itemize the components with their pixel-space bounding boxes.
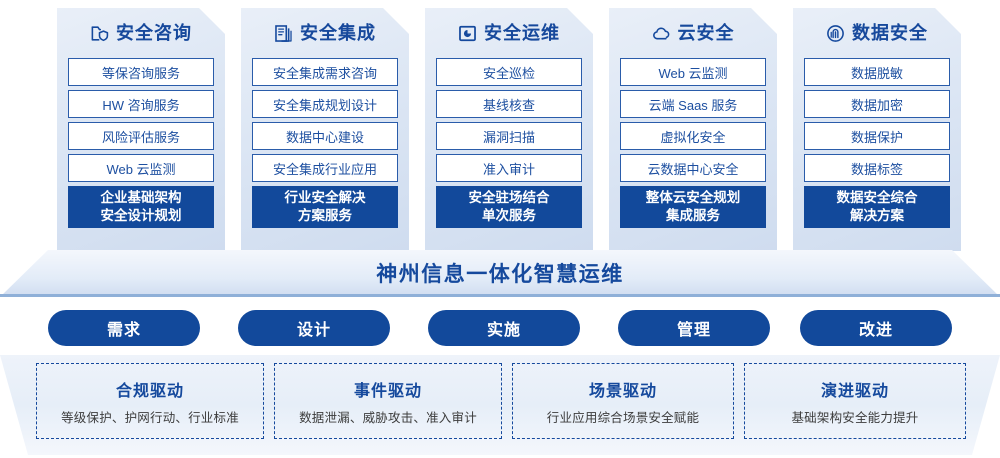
pillar-title: 云安全	[677, 23, 735, 43]
driver-title: 事件驱动	[353, 382, 422, 400]
solution-line: 安全驻场结合	[468, 190, 550, 205]
driver-title: 场景驱动	[588, 382, 657, 400]
folder-shield-icon	[90, 24, 109, 43]
driver-subtitle: 数据泄漏、威胁攻击、准入审计	[299, 410, 477, 425]
pillar-title: 数据安全	[852, 23, 928, 43]
service-item[interactable]: 安全集成规划设计	[252, 90, 398, 118]
phase-pill-design[interactable]: 设计	[238, 310, 390, 346]
pillar-security-integration[interactable]: 安全集成 安全集成需求咨询 安全集成规划设计 数据中心建设 安全集成行业应用 行…	[241, 8, 409, 251]
service-item[interactable]: 等保咨询服务	[68, 58, 214, 86]
solution-line: 方案服务	[298, 208, 352, 223]
platform-banner: 神州信息一体化智慧运维	[0, 250, 1000, 297]
pillar-solution-box[interactable]: 整体云安全规划 集成服务	[620, 186, 766, 228]
phase-pill-improvement[interactable]: 改进	[800, 310, 952, 346]
service-item[interactable]: 数据加密	[804, 90, 950, 118]
service-item[interactable]: 虚拟化安全	[620, 122, 766, 150]
service-item[interactable]: 准入审计	[436, 154, 582, 182]
pillar-solution-box[interactable]: 数据安全综合 解决方案	[804, 186, 950, 228]
service-item[interactable]: 数据脱敏	[804, 58, 950, 86]
service-item[interactable]: 云数据中心安全	[620, 154, 766, 182]
driver-subtitle: 基础架构安全能力提升	[791, 410, 919, 425]
service-item[interactable]: 安全巡检	[436, 58, 582, 86]
service-item[interactable]: 数据保护	[804, 122, 950, 150]
pillar-title: 安全咨询	[116, 23, 192, 43]
pillar-header: 数据安全	[804, 8, 950, 58]
monitor-chart-icon	[458, 24, 477, 43]
platform-title: 神州信息一体化智慧运维	[376, 262, 624, 286]
pillar-header: 安全运维	[436, 8, 582, 58]
phase-pill-requirement[interactable]: 需求	[48, 310, 200, 346]
service-item[interactable]: Web 云监测	[68, 154, 214, 182]
driver-subtitle: 等级保护、护网行动、行业标准	[61, 410, 239, 425]
solution-line: 安全设计规划	[100, 208, 182, 223]
driver-title: 演进驱动	[820, 382, 889, 400]
driver-band: 合规驱动 等级保护、护网行动、行业标准 事件驱动 数据泄漏、威胁攻击、准入审计 …	[0, 355, 1000, 455]
pillar-security-operations[interactable]: 安全运维 安全巡检 基线核查 漏洞扫描 准入审计 安全驻场结合 单次服务	[425, 8, 593, 251]
solution-line: 企业基础架构	[100, 190, 182, 205]
service-item[interactable]: 云端 Saas 服务	[620, 90, 766, 118]
service-item[interactable]: 基线核查	[436, 90, 582, 118]
pillar-group: 安全咨询 等保咨询服务 HW 咨询服务 风险评估服务 Web 云监测 企业基础架…	[0, 8, 1000, 253]
pillar-header: 安全集成	[252, 8, 398, 58]
driver-subtitle: 行业应用综合场景安全赋能	[546, 410, 700, 425]
pillar-cloud-security[interactable]: 云安全 Web 云监测 云端 Saas 服务 虚拟化安全 云数据中心安全 整体云…	[609, 8, 777, 251]
fingerprint-icon	[826, 24, 845, 43]
pillar-data-security[interactable]: 数据安全 数据脱敏 数据加密 数据保护 数据标签 数据安全综合 解决方案	[793, 8, 961, 251]
pillar-solution-box[interactable]: 行业安全解决 方案服务	[252, 186, 398, 228]
driver-card-incident[interactable]: 事件驱动 数据泄漏、威胁攻击、准入审计	[274, 363, 502, 439]
service-item[interactable]: 数据标签	[804, 154, 950, 182]
phase-pill-management[interactable]: 管理	[618, 310, 770, 346]
service-item[interactable]: 风险评估服务	[68, 122, 214, 150]
service-item[interactable]: 安全集成需求咨询	[252, 58, 398, 86]
pillar-header: 安全咨询	[68, 8, 214, 58]
pillar-title: 安全运维	[484, 23, 560, 43]
pillar-header: 云安全	[620, 8, 766, 58]
service-item[interactable]: 安全集成行业应用	[252, 154, 398, 182]
driver-title: 合规驱动	[115, 382, 184, 400]
solution-line: 行业安全解决	[284, 190, 366, 205]
driver-card-compliance[interactable]: 合规驱动 等级保护、护网行动、行业标准	[36, 363, 264, 439]
phase-group: 需求 设计 实施 管理 改进	[0, 310, 1000, 348]
solution-line: 整体云安全规划	[645, 190, 741, 205]
pillar-solution-box[interactable]: 安全驻场结合 单次服务	[436, 186, 582, 228]
service-item[interactable]: 漏洞扫描	[436, 122, 582, 150]
platform-base-line	[0, 294, 1000, 297]
driver-card-scenario[interactable]: 场景驱动 行业应用综合场景安全赋能	[512, 363, 734, 439]
stacked-documents-icon	[274, 24, 293, 43]
pillar-security-consulting[interactable]: 安全咨询 等保咨询服务 HW 咨询服务 风险评估服务 Web 云监测 企业基础架…	[57, 8, 225, 251]
driver-card-evolution[interactable]: 演进驱动 基础架构安全能力提升	[744, 363, 966, 439]
solution-line: 数据安全综合	[836, 190, 918, 205]
solution-line: 单次服务	[482, 208, 536, 223]
cloud-icon	[652, 24, 671, 43]
service-item[interactable]: 数据中心建设	[252, 122, 398, 150]
service-item[interactable]: Web 云监测	[620, 58, 766, 86]
phase-pill-implementation[interactable]: 实施	[428, 310, 580, 346]
solution-line: 解决方案	[850, 208, 904, 223]
solution-line: 集成服务	[666, 208, 720, 223]
service-item[interactable]: HW 咨询服务	[68, 90, 214, 118]
pillar-title: 安全集成	[300, 23, 376, 43]
pillar-solution-box[interactable]: 企业基础架构 安全设计规划	[68, 186, 214, 228]
